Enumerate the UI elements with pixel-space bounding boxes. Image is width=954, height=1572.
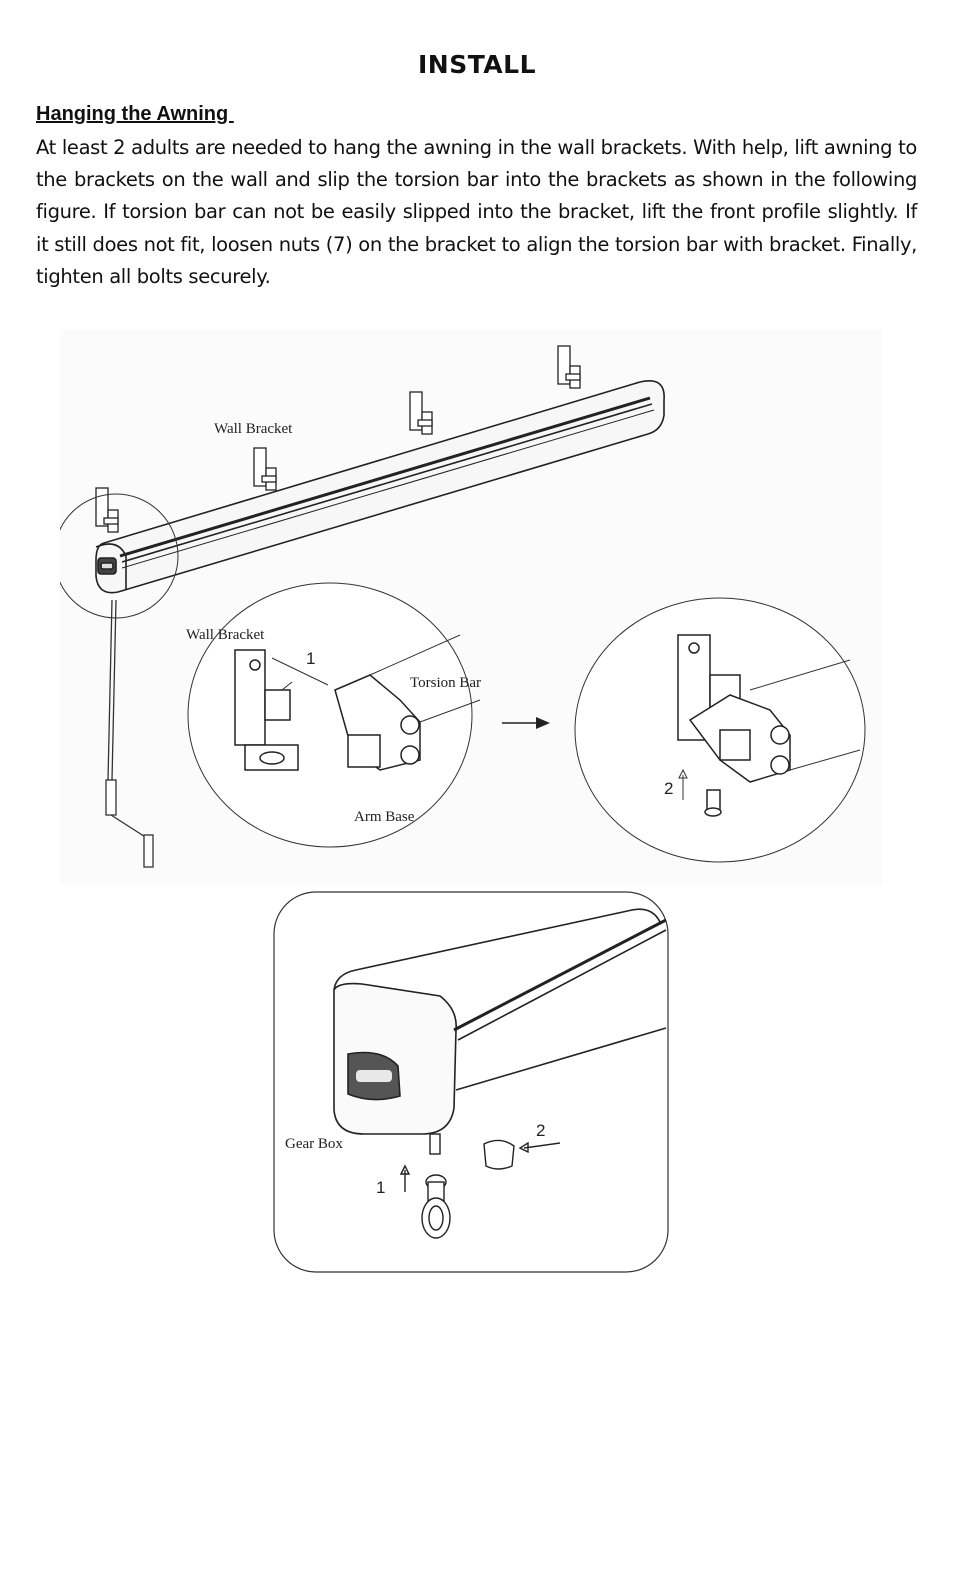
instruction-paragraph: At least 2 adults are needed to hang the… [36, 136, 917, 288]
gear-step-number-2: 2 [536, 1121, 545, 1140]
label-arm-base: Arm Base [354, 809, 415, 825]
label-wall-bracket-top: Wall Bracket [214, 421, 293, 437]
crank-handle [105, 599, 154, 868]
label-torsion-bar: Torsion Bar [410, 675, 481, 691]
label-gear-box: Gear Box [285, 1136, 343, 1152]
awning-cassette [95, 380, 665, 594]
gear-box-diagram: Gear Box 1 2 [273, 891, 669, 1273]
assembled-detail-circle [574, 597, 866, 863]
awning-bracket-diagram: Wall Bracket Wall Bracket Torsion Bar Ar… [60, 330, 882, 885]
step-arrow [502, 717, 550, 729]
section-heading: Hanging the Awning [36, 103, 234, 125]
gear-step-number-1: 1 [376, 1178, 385, 1197]
gear-box-parts [399, 1133, 561, 1239]
step-number-1: 1 [306, 649, 315, 668]
bracket-detail-circle [187, 582, 481, 848]
wall-brackets-row [95, 345, 581, 533]
step-number-2: 2 [664, 779, 673, 798]
label-wall-bracket-detail: Wall Bracket [186, 627, 265, 643]
cassette-end-closeup [333, 908, 667, 1135]
page-title: INSTALL [417, 50, 537, 79]
